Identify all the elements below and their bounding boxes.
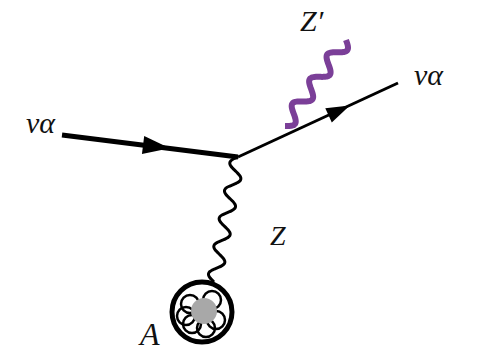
neutrino-label: να [26, 108, 55, 138]
z-prime-boson-line [285, 40, 348, 126]
neutrino-label: να [414, 60, 443, 90]
nucleus-label: A [140, 318, 160, 350]
boson-label: Z [270, 222, 286, 250]
z-boson-line [208, 157, 240, 282]
fermion-arrow [325, 106, 350, 123]
outgoing-neutrino-line [238, 83, 398, 157]
nucleus-outline [172, 282, 232, 342]
incoming-neutrino-line [62, 135, 238, 157]
nucleus-core [191, 298, 217, 324]
boson-label: Z′ [300, 6, 323, 36]
fermion-arrow [142, 136, 170, 154]
